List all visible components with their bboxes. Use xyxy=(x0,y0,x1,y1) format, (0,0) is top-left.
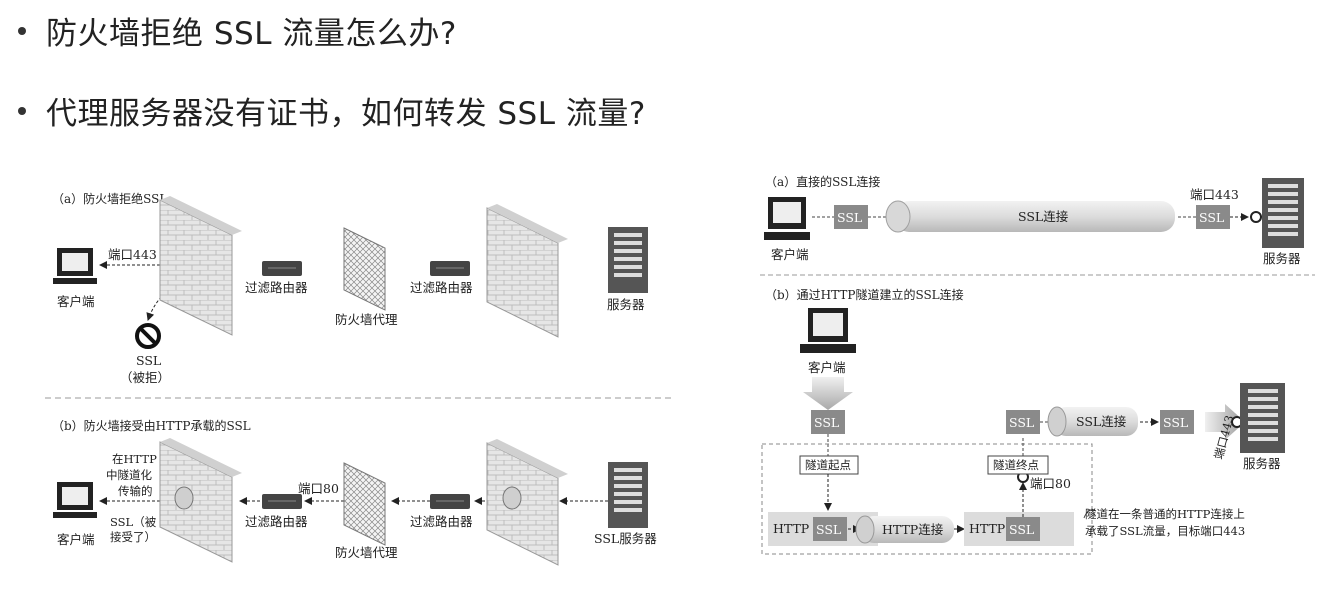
ssl-box xyxy=(834,205,868,229)
left-a-router2-label: 过滤路由器 xyxy=(410,280,473,295)
server-icon xyxy=(1240,383,1285,453)
ssl-box xyxy=(813,517,847,541)
firewall-proxy-icon xyxy=(343,462,386,546)
left-b-router2-label: 过滤路由器 xyxy=(410,514,473,529)
firewall-brick-icon xyxy=(486,204,568,338)
right-b-ssl-server: SSL xyxy=(1163,415,1188,430)
left-b-ssl-accept2: 接受了） xyxy=(110,530,156,544)
left-a-caption: （a）防火墙拒绝SSL xyxy=(52,191,167,206)
right-b-note1: 隧道在一条普通的HTTP连接上 xyxy=(1085,507,1245,521)
server-icon xyxy=(608,462,648,528)
server-icon xyxy=(608,227,648,293)
left-a-router1-label: 过滤路由器 xyxy=(245,280,308,295)
ssl-box xyxy=(811,410,845,434)
left-b-ssl-accept1: SSL（被 xyxy=(110,515,157,529)
right-b-tunnel-end: 隧道终点 xyxy=(993,458,1039,472)
right-b-http-right: HTTP xyxy=(969,521,1005,536)
right-arrow-icon xyxy=(1205,404,1245,440)
bullet-text: 防火墙拒绝 SSL 流量怎么办? xyxy=(46,16,457,52)
bullet-item-2: 代理服务器没有证书，如何转发 SSL 流量? xyxy=(18,88,646,133)
left-a-rejected-label: （被拒） xyxy=(120,370,170,385)
right-b-note2: 承载了SSL流量，目标端口443 xyxy=(1085,524,1245,538)
left-a-port-label: 端口443 xyxy=(108,247,157,262)
right-b-caption: （b）通过HTTP隧道建立的SSL连接 xyxy=(765,287,964,302)
router-icon xyxy=(262,261,302,276)
right-a-port-label: 端口443 xyxy=(1190,187,1239,202)
right-b-http-left: HTTP xyxy=(773,521,809,536)
firewall-brick-icon xyxy=(159,438,242,563)
bullet-text: 代理服务器没有证书，如何转发 SSL 流量? xyxy=(46,96,646,132)
right-b-client-label: 客户端 xyxy=(808,360,846,375)
right-a-server-label: 服务器 xyxy=(1263,251,1301,266)
right-a-conn-label: SSL连接 xyxy=(1018,209,1069,224)
client-computer-icon xyxy=(800,308,856,353)
router-icon xyxy=(430,261,470,276)
right-b-tunnel-start: 隧道起点 xyxy=(805,458,851,472)
right-b-ssl-conn: SSL连接 xyxy=(1076,414,1127,429)
down-arrow-icon xyxy=(803,377,853,410)
no-entry-icon xyxy=(135,323,161,349)
right-a-caption: （a）直接的SSL连接 xyxy=(765,174,880,189)
left-figure: （a）防火墙拒绝SSL 客户端 端口443 SSL （被拒） 过滤路由器 防火墙… xyxy=(45,191,675,566)
right-a-client-label: 客户端 xyxy=(771,247,809,262)
left-b-router1-label: 过滤路由器 xyxy=(245,514,308,529)
right-figure: （a）直接的SSL连接 客户端 SSL SSL连接 端口443 SSL 服务器 … xyxy=(760,174,1315,555)
left-b-server-label: SSL服务器 xyxy=(594,531,657,546)
left-a-ssl-label: SSL xyxy=(136,353,161,368)
client-computer-icon xyxy=(764,197,810,240)
right-b-ssl-left: SSL xyxy=(816,522,841,537)
right-b-server-label: 服务器 xyxy=(1243,456,1281,471)
note-pointer xyxy=(1083,509,1096,519)
ssl-box xyxy=(1006,517,1040,541)
left-a-server-label: 服务器 xyxy=(607,297,645,312)
tunnel-end-box xyxy=(987,455,1049,475)
client-computer-icon xyxy=(53,248,97,284)
right-a-ssl-client: SSL xyxy=(837,210,862,225)
http-connection-tube-icon xyxy=(855,515,954,544)
tunnel-area xyxy=(761,443,1093,555)
ssl-box xyxy=(1006,410,1040,434)
ssl-connection-tube-icon xyxy=(885,200,1175,233)
right-b-port-label: 端口80 xyxy=(1030,476,1071,491)
right-a-ssl-server: SSL xyxy=(1199,210,1224,225)
right-b-ssl-right: SSL xyxy=(1009,522,1034,537)
left-b-tunnel-line2: 中隧道化 xyxy=(106,468,152,482)
left-a-client-label: 客户端 xyxy=(57,294,95,309)
ssl-box xyxy=(1160,410,1194,434)
left-b-client-label: 客户端 xyxy=(57,532,95,547)
left-b-tunnel-line3: 传输的 xyxy=(118,484,153,498)
firewall-brick-icon xyxy=(486,439,568,566)
left-b-caption: （b）防火墙接受由HTTP承载的SSL xyxy=(52,418,251,433)
router-icon xyxy=(430,494,470,509)
firewall-proxy-icon xyxy=(343,227,386,311)
right-b-http-conn: HTTP连接 xyxy=(882,522,944,537)
left-b-port-label: 端口80 xyxy=(298,481,339,496)
right-b-ssl-upper: SSL xyxy=(1009,415,1034,430)
right-b-ssl-top: SSL xyxy=(814,415,839,430)
bullet-dot-icon xyxy=(18,106,26,115)
left-b-tunnel-line1: 在HTTP xyxy=(112,452,157,466)
port-circle-icon xyxy=(1250,211,1262,223)
firewall-brick-icon xyxy=(159,196,242,336)
router-icon xyxy=(262,494,302,509)
left-a-proxy-label: 防火墙代理 xyxy=(335,312,398,327)
bullet-item-1: 防火墙拒绝 SSL 流量怎么办? xyxy=(18,8,457,53)
bullet-dot-icon xyxy=(18,26,26,35)
tunnel-start-box xyxy=(799,455,859,475)
ssl-connection-tube-icon xyxy=(1047,406,1138,437)
server-icon xyxy=(1262,178,1304,248)
client-computer-icon xyxy=(53,482,97,518)
ssl-box xyxy=(1196,205,1230,229)
left-b-proxy-label: 防火墙代理 xyxy=(335,545,398,560)
